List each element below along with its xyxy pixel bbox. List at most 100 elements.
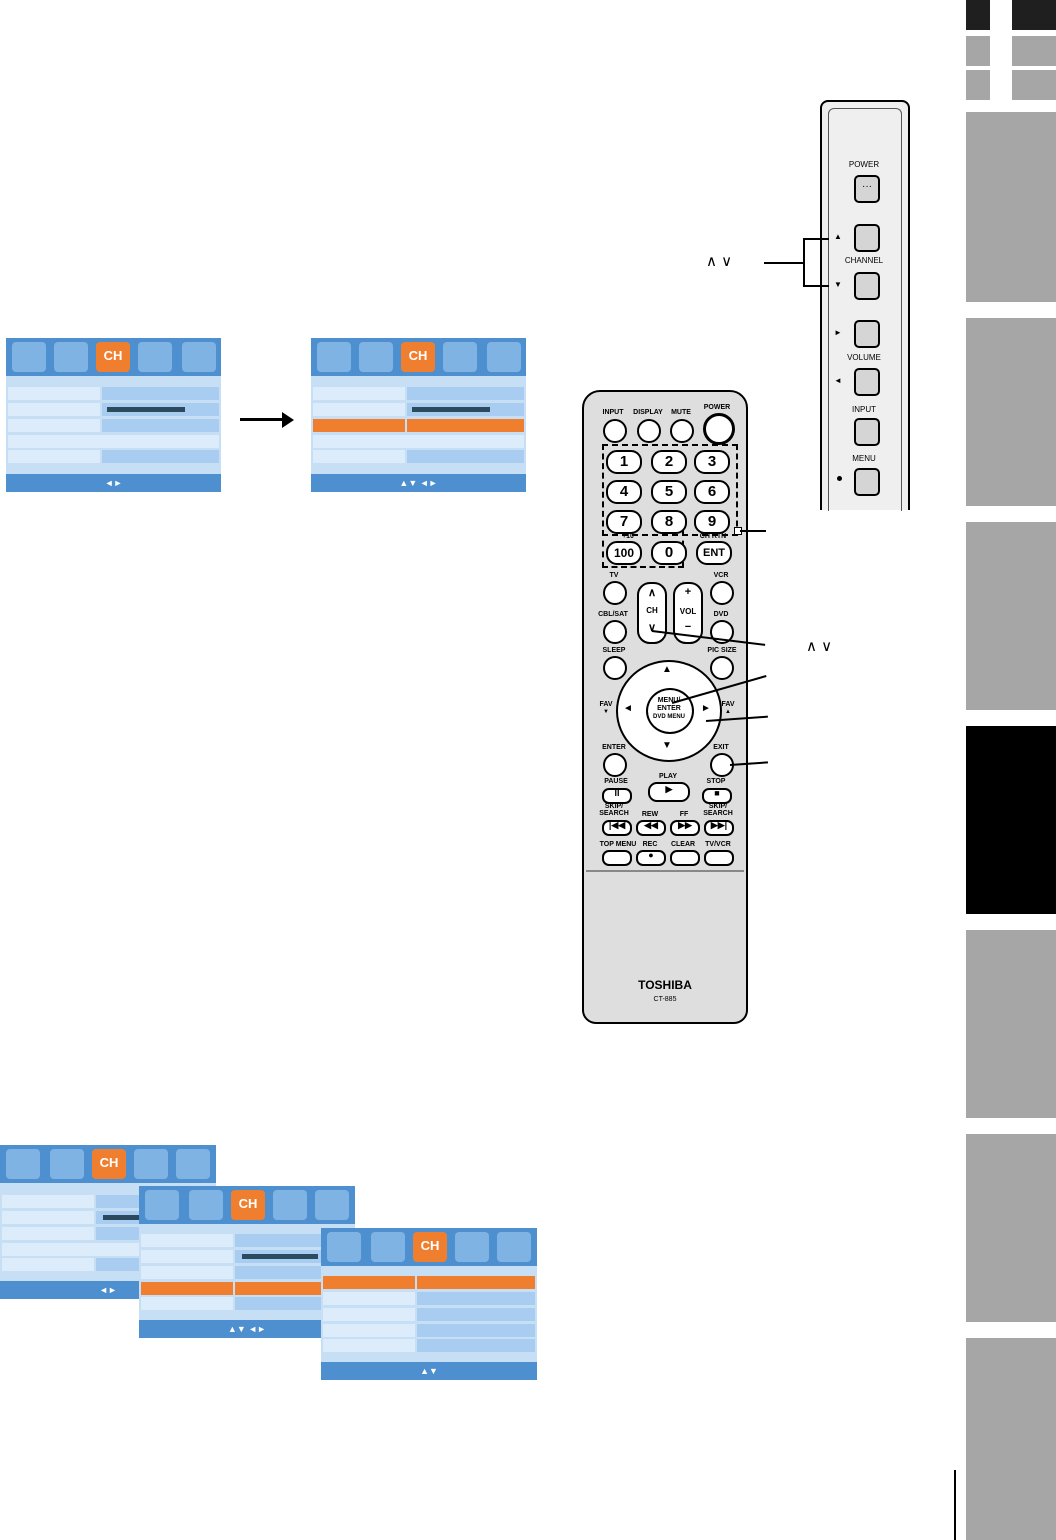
fav-down-label: FAV xyxy=(599,701,613,708)
section-tab-7[interactable] xyxy=(966,1338,1056,1540)
skip-fwd-button[interactable]: ▶▶| xyxy=(704,820,734,836)
vol-plus-label: + xyxy=(684,586,692,598)
tv-button[interactable] xyxy=(603,581,627,605)
mute-label: MUTE xyxy=(671,409,691,416)
vcr-button[interactable] xyxy=(710,581,734,605)
ent-button[interactable]: ENT xyxy=(696,541,732,565)
power-button[interactable] xyxy=(703,413,735,445)
section-tab-active[interactable] xyxy=(966,726,1056,914)
lock-icon xyxy=(487,342,521,372)
picture-icon xyxy=(12,342,46,372)
left-triangle-icon: ◄ xyxy=(834,376,842,385)
panel-volume-down-button[interactable] xyxy=(854,368,880,396)
sleep-label: SLEEP xyxy=(602,647,626,654)
num-1-button[interactable]: 1 xyxy=(606,450,642,474)
ff-button[interactable]: ▶▶ xyxy=(670,820,700,836)
tv-vcr-button[interactable] xyxy=(704,850,734,866)
pause-label: PAUSE xyxy=(604,778,628,785)
clear-button[interactable] xyxy=(670,850,700,866)
lock-icon xyxy=(182,342,216,372)
callout-bracket xyxy=(803,238,805,286)
section-tab-5[interactable] xyxy=(966,930,1056,1118)
pause-button[interactable]: II xyxy=(602,788,632,804)
number-pad-highlight xyxy=(602,444,738,536)
num-4-button[interactable]: 4 xyxy=(606,480,642,504)
vol-minus-label: − xyxy=(684,621,692,633)
panel-menu-button[interactable] xyxy=(854,468,880,496)
corner-square xyxy=(966,36,990,66)
panel-power-button[interactable]: ··· xyxy=(854,175,880,203)
stop-button[interactable]: ■ xyxy=(702,788,732,804)
display-button[interactable] xyxy=(637,419,661,443)
num-100-button[interactable]: 100 xyxy=(606,541,642,565)
corner-rect xyxy=(1012,36,1056,66)
num-9-button[interactable]: 9 xyxy=(694,510,730,534)
cbl-sat-button[interactable] xyxy=(603,620,627,644)
num-7-button[interactable]: 7 xyxy=(606,510,642,534)
panel-channel-up-button[interactable] xyxy=(854,224,880,252)
callout-line xyxy=(740,530,766,532)
slider-bar xyxy=(242,1254,318,1259)
corner-rect-dark xyxy=(1012,0,1056,30)
picture-icon xyxy=(327,1232,361,1262)
section-tab-6[interactable] xyxy=(966,1134,1056,1322)
channel-icon: CH xyxy=(413,1232,447,1262)
panel-volume-up-button[interactable] xyxy=(854,320,880,348)
power-label: POWER xyxy=(703,404,731,411)
right-triangle-icon: ► xyxy=(834,328,842,337)
slider-bar xyxy=(107,407,185,412)
ch-rtn-label: CH RTN xyxy=(699,533,727,540)
callout-line xyxy=(803,285,829,287)
play-button[interactable]: ▶ xyxy=(648,782,690,802)
nav-hint: ▲▼ ◄► xyxy=(139,1320,355,1338)
top-menu-button[interactable] xyxy=(602,850,632,866)
section-tab-3[interactable] xyxy=(966,522,1056,710)
cbl-sat-label: CBL/SAT xyxy=(598,611,628,618)
ch-down-icon: ∨ xyxy=(647,622,657,634)
rew-button[interactable]: ◀◀ xyxy=(636,820,666,836)
model-label: CT-885 xyxy=(653,996,677,1003)
tv-vcr-label: TV/VCR xyxy=(705,841,731,848)
fav-down-icon: ▼ xyxy=(603,709,609,715)
num-8-button[interactable]: 8 xyxy=(651,510,687,534)
callout-line xyxy=(764,262,804,264)
corner-square-dark xyxy=(966,0,990,30)
picture-icon xyxy=(317,342,351,372)
rec-button[interactable]: ● xyxy=(636,850,666,866)
panel-input-button[interactable] xyxy=(854,418,880,446)
sleep-button[interactable] xyxy=(603,656,627,680)
num-2-button[interactable]: 2 xyxy=(651,450,687,474)
menu-enter-button[interactable] xyxy=(646,688,694,734)
down-triangle-icon: ▼ xyxy=(834,280,842,289)
callout-ch-arrows: ∧ ∨ xyxy=(806,638,833,655)
picture-icon xyxy=(145,1190,179,1220)
ch-label: CH xyxy=(646,606,658,615)
top-menu-label: TOP MENU xyxy=(599,841,637,848)
pic-size-button[interactable] xyxy=(710,656,734,680)
panel-menu-label: MENU xyxy=(852,454,876,463)
wrench-icon xyxy=(134,1149,168,1179)
num-6-button[interactable]: 6 xyxy=(694,480,730,504)
channel-rocker[interactable] xyxy=(637,582,667,644)
num-3-button[interactable]: 3 xyxy=(694,450,730,474)
num-5-button[interactable]: 5 xyxy=(651,480,687,504)
vol-label: VOL xyxy=(679,607,697,616)
pic-size-label: PIC SIZE xyxy=(707,647,737,654)
panel-channel-down-button[interactable] xyxy=(854,272,880,300)
skip-fwd-label: SKIP/ SEARCH xyxy=(703,803,733,817)
remote-divider xyxy=(586,870,744,872)
input-button[interactable] xyxy=(603,419,627,443)
display-label: DISPLAY xyxy=(633,409,663,416)
section-tab-1[interactable] xyxy=(966,112,1056,302)
num-0-button[interactable]: 0 xyxy=(651,541,687,565)
rew-label: REW xyxy=(641,811,659,818)
picture-icon xyxy=(6,1149,40,1179)
panel-volume-label: VOLUME xyxy=(847,353,881,362)
channel-icon: CH xyxy=(96,342,130,372)
enter-button[interactable] xyxy=(603,753,627,777)
dvd-menu-label: DVD MENU xyxy=(652,714,685,720)
section-tab-2[interactable] xyxy=(966,318,1056,506)
audio-icon xyxy=(359,342,393,372)
skip-back-button[interactable]: |◀◀ xyxy=(602,820,632,836)
mute-button[interactable] xyxy=(670,419,694,443)
